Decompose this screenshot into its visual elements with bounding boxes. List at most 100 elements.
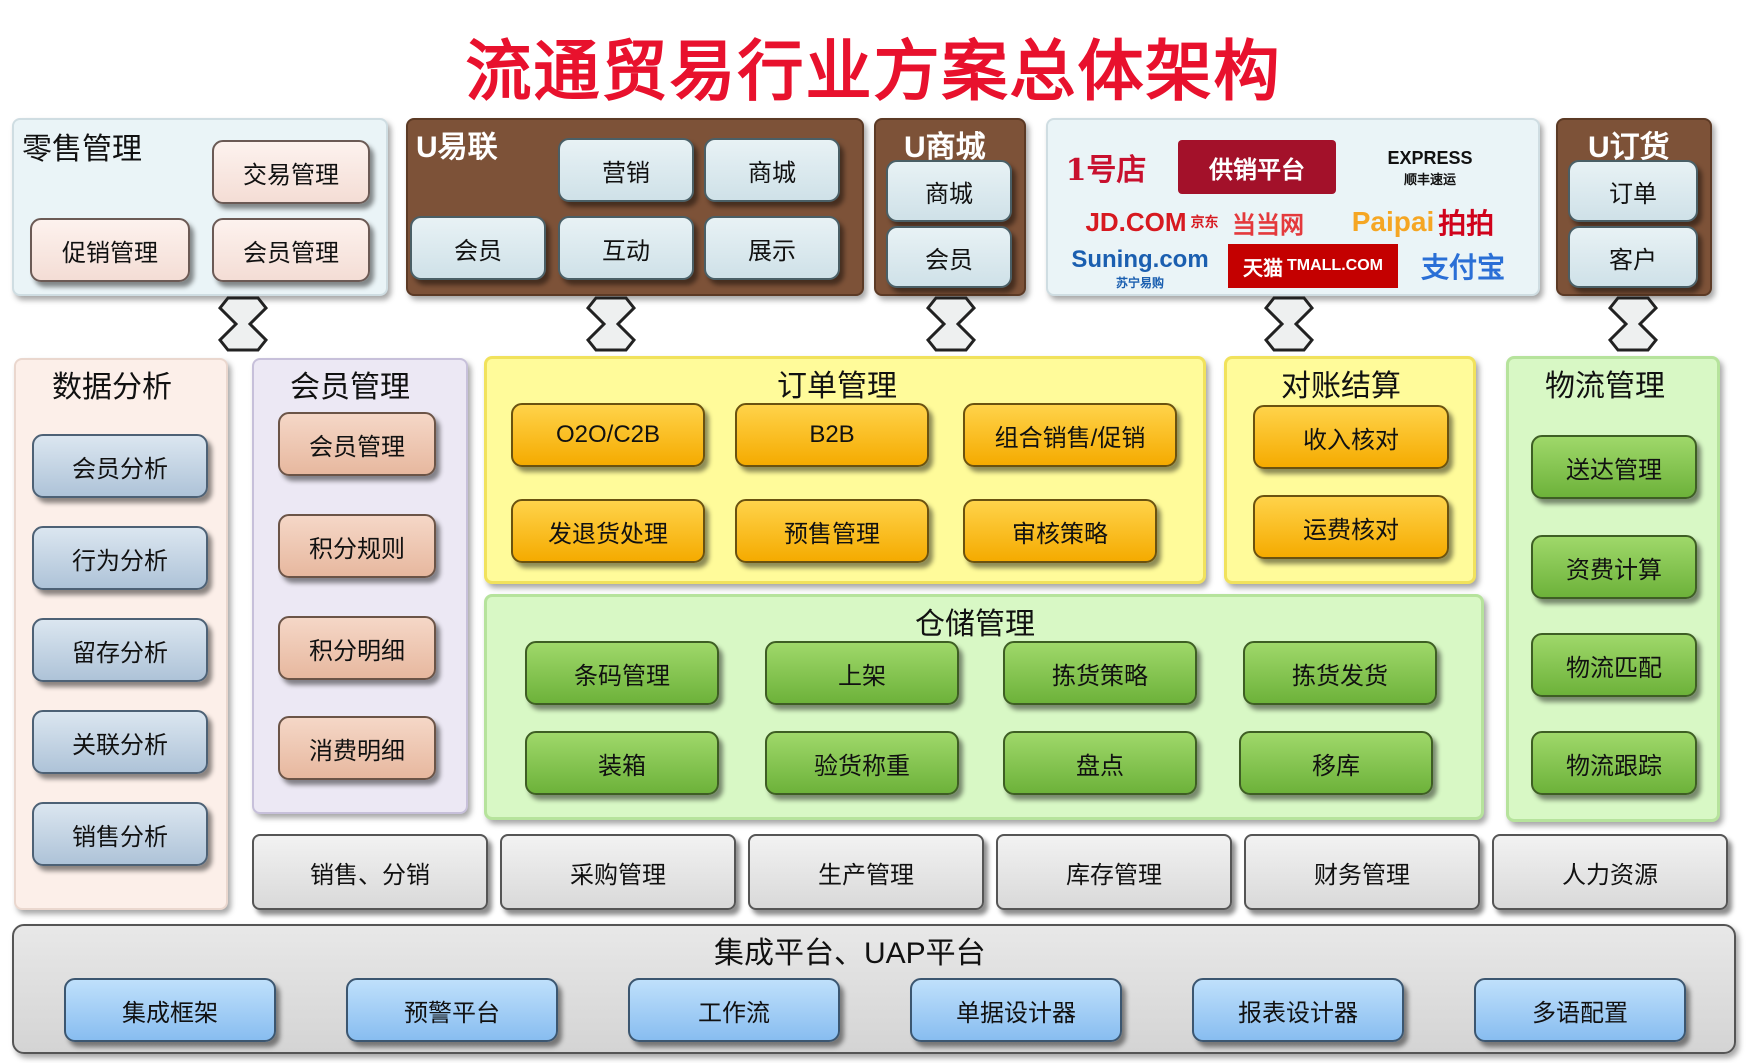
sales-analysis-button[interactable]: 销售分析 <box>32 802 208 866</box>
order-button[interactable]: 订单 <box>1568 160 1698 222</box>
settlement-panel: 对账结算 收入核对 运费核对 <box>1224 356 1476 584</box>
integration-framework-button[interactable]: 集成框架 <box>64 978 276 1042</box>
workflow-button[interactable]: 工作流 <box>628 978 840 1042</box>
warehouse-title: 仓储管理 <box>915 608 1035 641</box>
yihaodian-logo-text: 1号店 <box>1065 153 1147 188</box>
packing-button[interactable]: 装箱 <box>525 731 719 795</box>
logistics-panel: 物流管理 送达管理 资费计算 物流匹配 物流跟踪 <box>1506 356 1720 822</box>
order-mgmt-title: 订单管理 <box>777 370 897 403</box>
erp-hr-button[interactable]: 人力资源 <box>1492 834 1728 910</box>
ushangcheng-member-button[interactable]: 会员 <box>886 226 1012 288</box>
alipay-logo-text: 支付宝 <box>1420 251 1505 284</box>
retail-title: 零售管理 <box>22 133 142 166</box>
suning-logo-cn: 苏宁易购 <box>1115 275 1164 290</box>
display-button[interactable]: 展示 <box>704 216 840 280</box>
retention-analysis-button[interactable]: 留存分析 <box>32 618 208 682</box>
erp-inventory-button[interactable]: 库存管理 <box>996 834 1232 910</box>
dangdang-logo: 当当网 <box>1220 200 1316 244</box>
connector-arrow-retail <box>217 296 269 352</box>
tmall-logo-cn: 天猫 <box>1243 257 1283 280</box>
sf-express-logo: EXPRESS 顺丰速运 <box>1360 144 1500 192</box>
member-analysis-button[interactable]: 会员分析 <box>32 434 208 498</box>
customer-button[interactable]: 客户 <box>1568 226 1698 288</box>
correlation-analysis-button[interactable]: 关联分析 <box>32 710 208 774</box>
member-mgmt-title: 会员管理 <box>290 371 410 404</box>
paipai-logo-en: Paipai <box>1351 206 1435 237</box>
points-detail-button[interactable]: 积分明细 <box>278 616 436 680</box>
retail-panel: 零售管理 交易管理 促销管理 会员管理 <box>12 118 388 296</box>
o2o-c2b-button[interactable]: O2O/C2B <box>511 403 705 467</box>
barcode-mgmt-button[interactable]: 条码管理 <box>525 641 719 705</box>
picking-strategy-button[interactable]: 拣货策略 <box>1003 641 1197 705</box>
trade-mgmt-button[interactable]: 交易管理 <box>212 140 370 204</box>
platform-title: 集成平台、UAP平台 <box>714 937 986 970</box>
sf-express-cn: 顺丰速运 <box>1403 172 1456 187</box>
transfer-button[interactable]: 移库 <box>1239 731 1433 795</box>
erp-sales-distribution-button[interactable]: 销售、分销 <box>252 834 488 910</box>
alipay-logo: 支付宝 <box>1408 242 1518 290</box>
member-mgmt-panel: 会员管理 会员管理 积分规则 积分明细 消费明细 <box>252 358 468 814</box>
multilang-config-button[interactable]: 多语配置 <box>1474 978 1686 1042</box>
form-designer-button[interactable]: 单据设计器 <box>910 978 1122 1042</box>
connector-arrow-udinghuo <box>1607 296 1659 352</box>
promo-mgmt-button[interactable]: 促销管理 <box>30 218 190 282</box>
interaction-button[interactable]: 互动 <box>558 216 694 280</box>
suning-logo-en: Suning.com <box>1071 245 1209 273</box>
ushangcheng-title: U商城 <box>904 131 986 164</box>
paipai-logo: Paipai 拍拍 <box>1318 200 1528 244</box>
audit-strategy-button[interactable]: 审核策略 <box>963 499 1157 563</box>
sf-express-en: EXPRESS <box>1387 148 1473 168</box>
presale-mgmt-button[interactable]: 预售管理 <box>735 499 929 563</box>
ushangcheng-panel: U商城 商城 会员 <box>874 118 1026 296</box>
data-analysis-panel: 数据分析 会员分析 行为分析 留存分析 关联分析 销售分析 <box>14 358 228 910</box>
income-check-button[interactable]: 收入核对 <box>1253 405 1449 469</box>
alert-platform-button[interactable]: 预警平台 <box>346 978 558 1042</box>
erp-finance-button[interactable]: 财务管理 <box>1244 834 1480 910</box>
jd-logo-cn: 京东 <box>1190 214 1219 230</box>
marketing-button[interactable]: 营销 <box>558 138 694 202</box>
partner-logos-panel: 1号店 供销平台 EXPRESS 顺丰速运 JD.COM 京东 当当网 Paip… <box>1046 118 1540 296</box>
connector-arrow-uyilian <box>585 296 637 352</box>
order-mgmt-panel: 订单管理 O2O/C2B B2B 组合销售/促销 发退货处理 预售管理 审核策略 <box>484 356 1206 584</box>
gongxiao-platform-logo: 供销平台 <box>1178 140 1336 194</box>
gongxiao-logo-text: 供销平台 <box>1209 156 1305 184</box>
freight-check-button[interactable]: 运费核对 <box>1253 495 1449 559</box>
erp-purchase-button[interactable]: 采购管理 <box>500 834 736 910</box>
platform-panel: 集成平台、UAP平台 集成框架 预警平台 工作流 单据设计器 报表设计器 多语配… <box>12 924 1736 1054</box>
ushangcheng-mall-button[interactable]: 商城 <box>886 160 1012 222</box>
ship-return-button[interactable]: 发退货处理 <box>511 499 705 563</box>
consumption-detail-button[interactable]: 消费明细 <box>278 716 436 780</box>
erp-production-button[interactable]: 生产管理 <box>748 834 984 910</box>
data-analysis-title: 数据分析 <box>52 371 172 404</box>
stocktake-button[interactable]: 盘点 <box>1003 731 1197 795</box>
fee-calc-button[interactable]: 资费计算 <box>1531 535 1697 599</box>
yihaodian-logo: 1号店 <box>1060 142 1152 192</box>
inspect-weigh-button[interactable]: 验货称重 <box>765 731 959 795</box>
jd-logo-text: JD.COM <box>1085 206 1187 237</box>
udinghuo-title: U订货 <box>1588 131 1670 164</box>
pick-ship-button[interactable]: 拣货发货 <box>1243 641 1437 705</box>
tmall-logo: 天猫 TMALL.COM <box>1228 244 1398 288</box>
points-rule-button[interactable]: 积分规则 <box>278 514 436 578</box>
uyilian-title: U易联 <box>416 131 498 164</box>
logistics-track-button[interactable]: 物流跟踪 <box>1531 731 1697 795</box>
dangdang-logo-text: 当当网 <box>1232 211 1304 239</box>
combo-promo-button[interactable]: 组合销售/促销 <box>963 403 1177 467</box>
jd-logo: JD.COM 京东 <box>1078 202 1226 242</box>
connector-arrow-ushangcheng <box>925 296 977 352</box>
behavior-analysis-button[interactable]: 行为分析 <box>32 526 208 590</box>
report-designer-button[interactable]: 报表设计器 <box>1192 978 1404 1042</box>
member-mgmt-button[interactable]: 会员管理 <box>278 412 436 476</box>
uyilian-member-button[interactable]: 会员 <box>410 216 546 280</box>
delivery-mgmt-button[interactable]: 送达管理 <box>1531 435 1697 499</box>
udinghuo-panel: U订货 订单 客户 <box>1556 118 1712 296</box>
b2b-button[interactable]: B2B <box>735 403 929 467</box>
logistics-match-button[interactable]: 物流匹配 <box>1531 633 1697 697</box>
shelving-button[interactable]: 上架 <box>765 641 959 705</box>
uyilian-panel: U易联 营销 商城 会员 互动 展示 <box>406 118 864 296</box>
logistics-title: 物流管理 <box>1545 370 1665 403</box>
settlement-title: 对账结算 <box>1281 370 1401 403</box>
warehouse-panel: 仓储管理 条码管理 上架 拣货策略 拣货发货 装箱 验货称重 盘点 移库 <box>484 594 1484 820</box>
uyilian-mall-button[interactable]: 商城 <box>704 138 840 202</box>
retail-member-mgmt-button[interactable]: 会员管理 <box>212 218 370 282</box>
